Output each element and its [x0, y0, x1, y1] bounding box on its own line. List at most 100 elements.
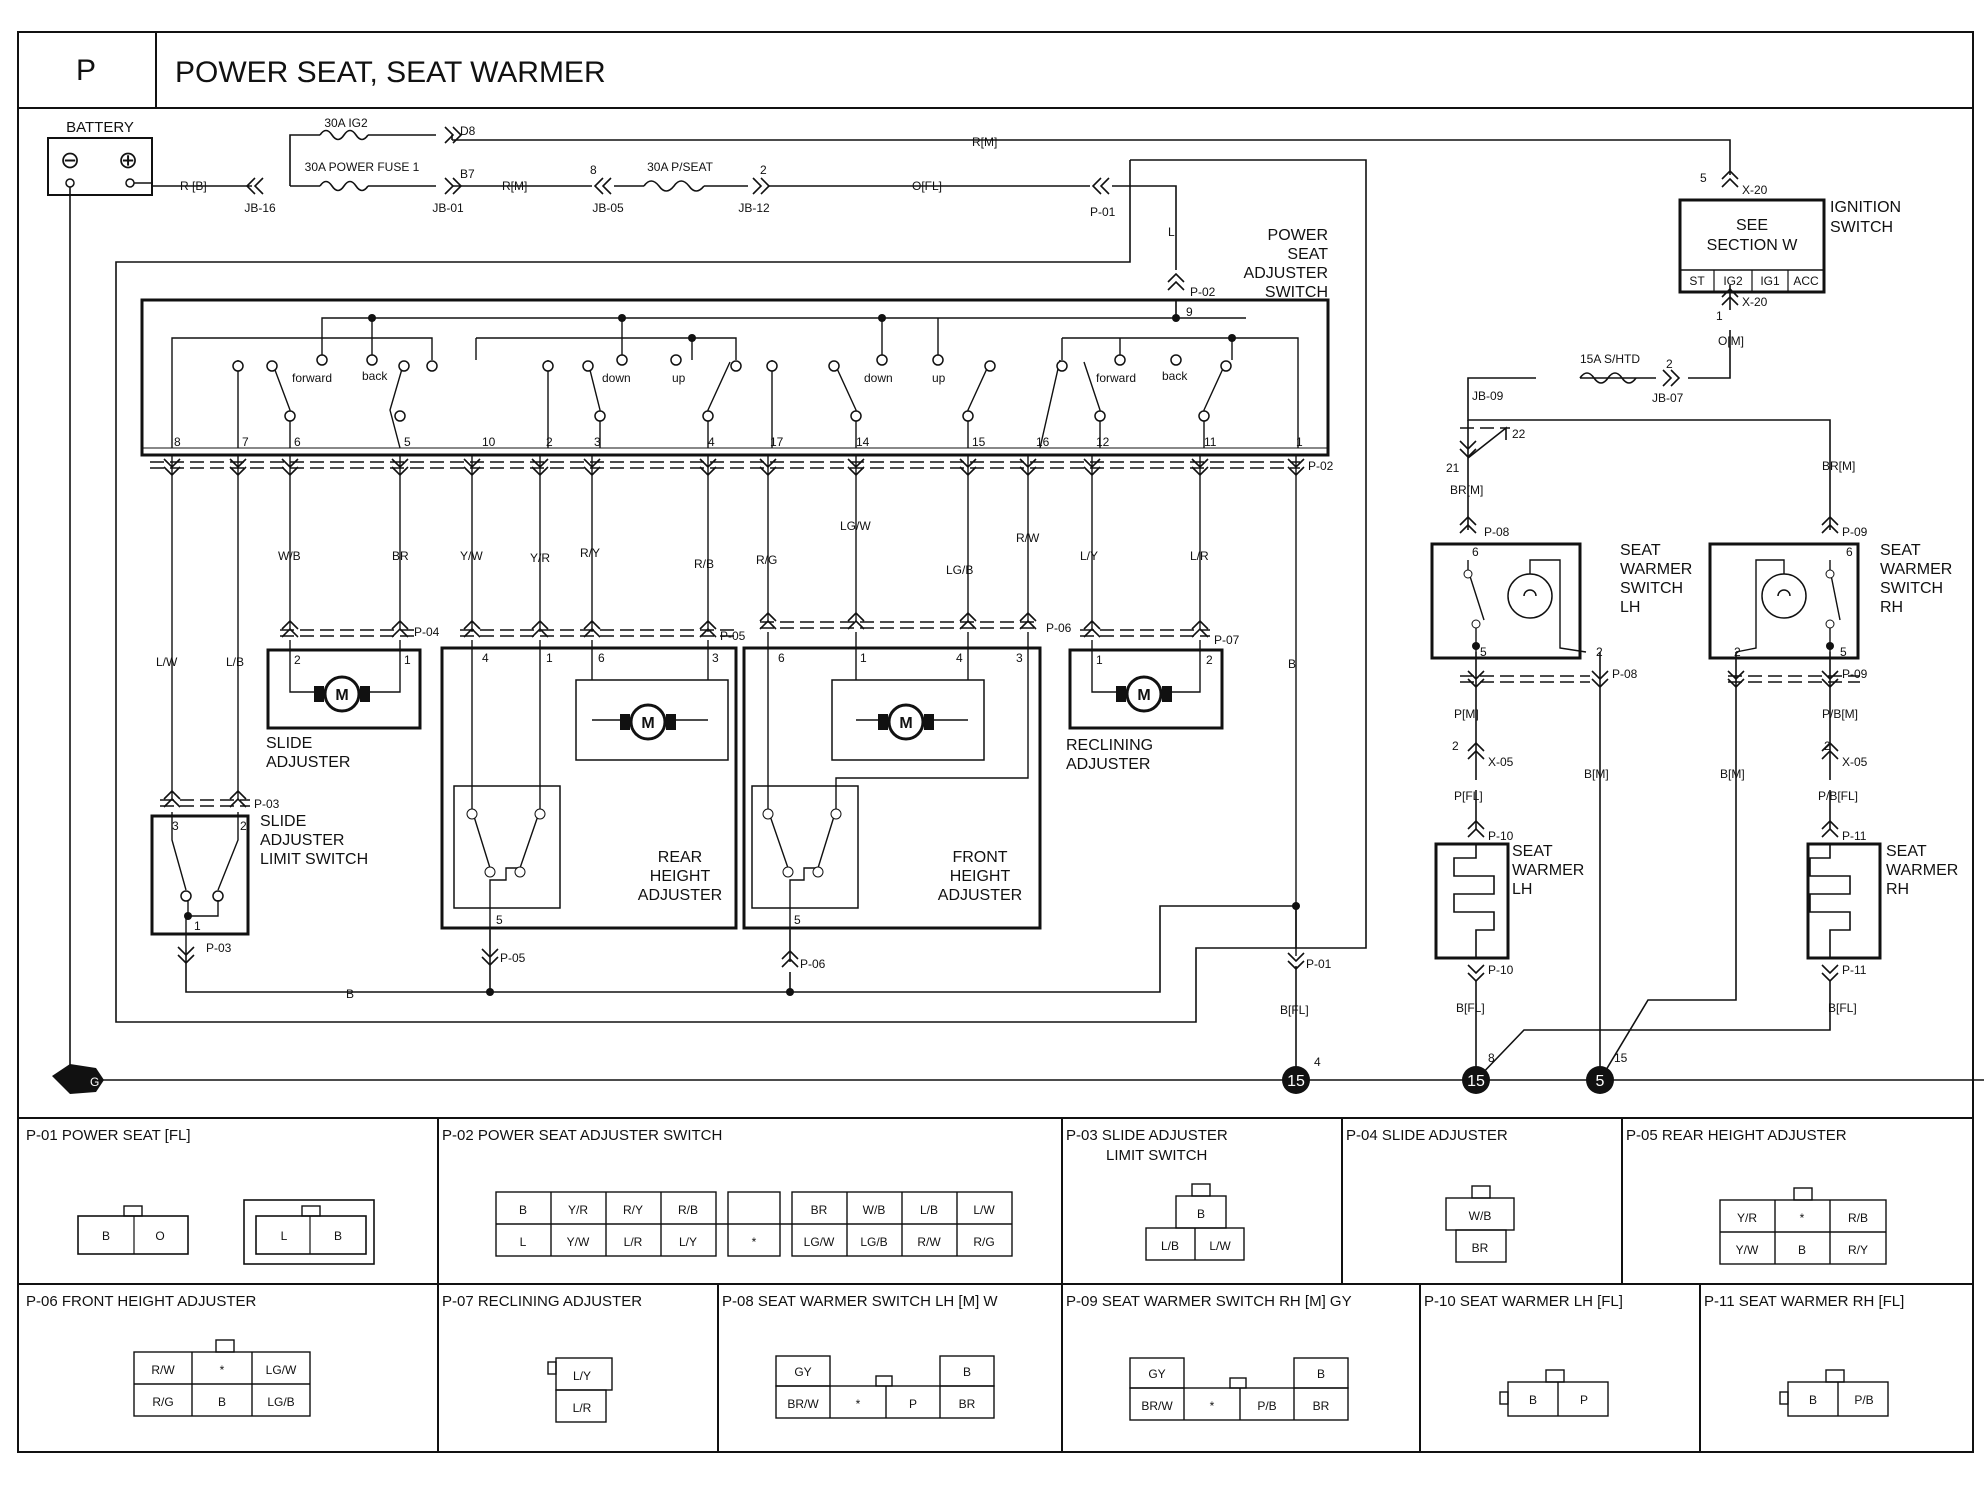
diagram-pins-s3-label: 3 [172, 819, 179, 833]
diagram-pins-s2-label: 2 [240, 819, 247, 833]
diagram-components-pseat_switch-1-label: SEAT [1287, 246, 1328, 263]
diagram-fuses-shtd-label: 15A S/HTD [1580, 352, 1640, 366]
diagram-pins-s6-label: 6 [294, 435, 301, 449]
diagram-wires-bm2-label: B[M] [1720, 767, 1745, 781]
diagram-pins-s1-label: 1 [860, 651, 867, 665]
seat-warmer-switch-lh: 6 5 2 P-08 P-08 SEAT WARMER SWITCH LH [1430, 525, 1692, 681]
connector_table-p03-pins-1-label: L/B [1161, 1239, 1179, 1253]
page-title: POWER SEAT, SEAT WARMER [175, 56, 606, 89]
diagram-components-sw_rh-1-label: WARMER [1886, 862, 1958, 879]
switch-output-wires [171, 456, 1297, 956]
diagram-components-ground_5-label: 5 [1596, 1073, 1605, 1090]
fuse-power-fuse-1: 30A POWER FUSE 1 [305, 160, 420, 192]
ground-dots [486, 902, 1300, 996]
diagram-components-front_height-0-label: FRONT [952, 849, 1007, 866]
diagram-components-pseat_switch-2-label: ADJUSTER [1244, 265, 1328, 282]
diagram-pins-s14-label: 14 [856, 435, 870, 449]
connector_table-p02-row2-6-label: LG/B [860, 1235, 887, 1249]
connector_table-p06-pins-2-label: LG/W [266, 1363, 297, 1377]
diagram-components-motor-label: M [1137, 687, 1150, 704]
connector_table-p06-pins-4-label: B [218, 1395, 226, 1409]
diagram-components-slide-1-label: ADJUSTER [266, 754, 350, 771]
diagram-pins-s1-label: 1 [1296, 435, 1303, 449]
diagram-battery-label-label: BATTERY [66, 119, 134, 136]
diagram-components-ignition-0-label: IGNITION [1830, 199, 1901, 216]
connector_table-p02-row2-0-label: L [520, 1235, 527, 1249]
seat-warmer-rh: P-11 P-11 SEAT WARMER RH [1806, 829, 1958, 977]
front-height-adjuster: M 6 1 4 3 5 P-06 FRONT HEIGHT ADJUSTER [742, 621, 1072, 930]
connector_table-p04-pins-1-label: BR [1472, 1241, 1489, 1255]
connector_table-p08-pins-4-label: P [909, 1397, 917, 1411]
diagram-switch_labels-back1-label: back [362, 369, 388, 383]
connector_table-p05-title-label: P-05 REAR HEIGHT ADJUSTER [1626, 1127, 1847, 1144]
connector_table-p05-pins-3-label: Y/W [1736, 1243, 1759, 1257]
connector-p04: P-04 SLIDE ADJUSTER W/B BR [1346, 1127, 1515, 1263]
fuse-pseat: 30A P/SEAT [643, 160, 714, 192]
connector_table-p05-pins-5-label: R/Y [1848, 1243, 1868, 1257]
diagram-pins-n21-label: 21 [1446, 461, 1460, 475]
diagram-fuses-ig2-label: 30A IG2 [324, 116, 368, 130]
diagram-pins-s5-label: 5 [794, 913, 801, 927]
diagram-pins-s11-label: 11 [1204, 435, 1217, 449]
diagram-connectors-p09b-label: P-09 [1842, 667, 1868, 681]
diagram-components-sw_lh-0-label: SEAT [1512, 843, 1553, 860]
diagram-wires-brm1-label: BR[M] [1450, 483, 1483, 497]
connector_table-p02-row2-2-label: L/R [624, 1235, 643, 1249]
page-frame [17, 31, 1974, 1453]
connector_table-p04-pins-0-label: W/B [1469, 1209, 1492, 1223]
diagram-components-ignition-1-label: SWITCH [1830, 219, 1893, 236]
battery: BATTERY ⊖ ⊕ [47, 119, 153, 196]
diagram-components-sw_switch_rh-3-label: RH [1880, 599, 1903, 616]
switch-junction-dots [368, 314, 1236, 342]
diagram-junctions-jb12-label: JB-12 [738, 201, 770, 215]
diagram-pins-s4-label: 4 [708, 435, 715, 449]
connector-p06: P-06 FRONT HEIGHT ADJUSTER R/W * LG/W R/… [26, 1293, 311, 1417]
diagram-components-sw_lh-1-label: WARMER [1512, 862, 1584, 879]
switch-internals [171, 300, 1299, 449]
connector_table-p01-a-0-label: B [102, 1229, 110, 1243]
diagram-switch_labels-down2-label: down [864, 371, 893, 385]
diagram-components-sw_switch_lh-0-label: SEAT [1620, 542, 1661, 559]
connector_table-p10-title-label: P-10 SEAT WARMER LH [FL] [1424, 1293, 1623, 1310]
diagram-battery-minus-label: ⊖ [60, 147, 80, 174]
diagram-pins-n8-label: 8 [590, 163, 597, 177]
connector_table-p08-pins-0-label: GY [794, 1365, 811, 1379]
connector_table-p03-pins-2-label: L/W [1209, 1239, 1231, 1253]
diagram-junctions-x05a-label: X-05 [1488, 755, 1514, 769]
connector_table-p03-title-0-label: P-03 SLIDE ADJUSTER [1066, 1127, 1228, 1144]
diagram-components-slide_limit-1-label: ADJUSTER [260, 832, 344, 849]
connector_table-p02-row1-7-label: L/B [920, 1203, 938, 1217]
connector_table-p01-b-1-label: B [334, 1229, 342, 1243]
diagram-pins-n1-label: 1 [1716, 309, 1723, 323]
diagram-components-ground_15b-label: 15 [1467, 1073, 1485, 1090]
diagram-connectors-p06a-label: P-06 [1046, 621, 1072, 635]
diagram-connectors-p02b-label: P-02 [1308, 459, 1334, 473]
connector_table-p09-pins-0-label: GY [1148, 1367, 1165, 1381]
connector_table-p02-row2-7-label: R/W [917, 1235, 941, 1249]
connector-p02: P-02 POWER SEAT ADJUSTER SWITCH B Y/R R/… [442, 1127, 1013, 1257]
connector_table-p09-title-label: P-09 SEAT WARMER SWITCH RH [M] GY [1066, 1293, 1352, 1310]
diagram-connectors-p10a-label: P-10 [1488, 829, 1514, 843]
fuse-shtd: 15A S/HTD [1579, 352, 1640, 384]
diagram-pins-s15-label: 15 [972, 435, 986, 449]
diagram-pins-n22-label: 22 [1512, 427, 1526, 441]
diagram-pins-s6-label: 6 [1472, 545, 1479, 559]
connector_table-p03-pins-0-label: B [1197, 1207, 1205, 1221]
diagram-pins-s5-label: 5 [404, 435, 411, 449]
connector_table-p02-row1-3-label: R/B [678, 1203, 698, 1217]
seat-warmer-wires [1467, 426, 1831, 1081]
diagram-wires-bfl2-label: B[FL] [1456, 1001, 1485, 1015]
diagram-components-ground_15a-label: 15 [1287, 1073, 1305, 1090]
connector-p08: P-08 SEAT WARMER SWITCH LH [M] W GY B BR… [722, 1293, 998, 1419]
connector_table-p06-pins-0-label: R/W [151, 1363, 175, 1377]
connector_table-p09-pins-5-label: BR [1313, 1399, 1330, 1413]
connector_table-p02-row1-2-label: R/Y [623, 1203, 643, 1217]
fuse-ig2: 30A IG2 [319, 116, 369, 141]
diagram-components-motor-label: M [899, 715, 912, 732]
diagram-wires-br-label: BR [392, 549, 409, 563]
reclining-adjuster: M 1 2 P-07 RECLINING ADJUSTER [1066, 633, 1240, 773]
diagram-pins-s2-label: 2 [1206, 653, 1213, 667]
seat-warmer-switch-rh: 6 5 2 P-09 P-09 SEAT WARMER SWITCH RH [1708, 525, 1952, 681]
diagram-components-ign_positions-1-label: IG2 [1723, 274, 1743, 288]
diagram-switch_labels-back2-label: back [1162, 369, 1188, 383]
